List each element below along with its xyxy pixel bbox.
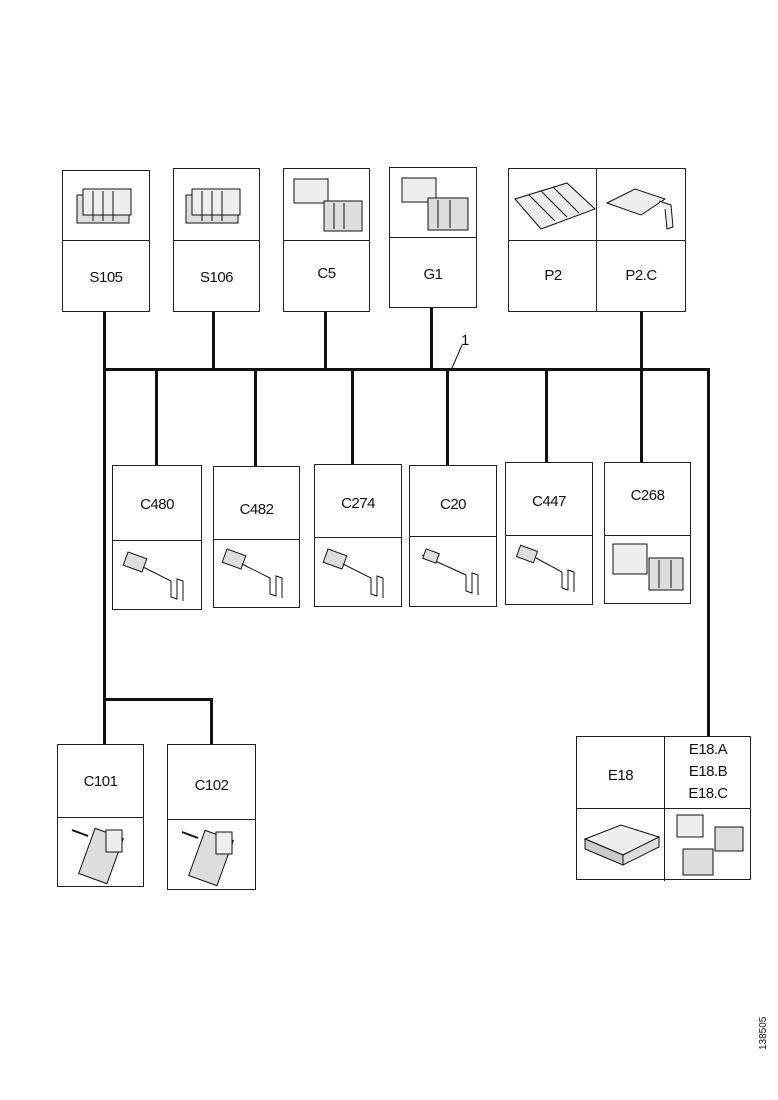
connector-c20-terminal-icon: [421, 548, 479, 595]
harness-callout-label: 1: [461, 332, 470, 349]
connector-p2c-label: P2.C: [625, 267, 657, 284]
connector-e18b-label: E18.B: [688, 763, 728, 780]
connector-s105-label: S105: [89, 269, 123, 286]
connector-c101: C101: [57, 744, 144, 887]
connector-c480-terminal-icon: [122, 551, 184, 601]
connector-p2-label: P2: [544, 267, 562, 284]
connector-s105: S105: [62, 170, 150, 312]
connector-e18-icon: [583, 824, 661, 866]
connector-c274: C274: [314, 464, 402, 607]
connector-c482: C482: [213, 466, 300, 608]
connector-c447: C447: [505, 462, 593, 605]
connector-c447-terminal-icon: [515, 544, 575, 592]
connector-e18-block: E18 E18.A E18.B E18.C: [576, 736, 751, 881]
connector-s106-label: S106: [199, 269, 234, 286]
connector-c480: C480: [112, 465, 202, 610]
connector-c274-label: C274: [341, 495, 375, 512]
connector-e18a-label: E18.A: [688, 741, 728, 758]
connector-c482-label: C482: [239, 501, 274, 518]
connector-c20: C20: [409, 465, 497, 607]
connector-c447-label: C447: [532, 493, 566, 510]
connector-c102: C102: [167, 744, 256, 890]
connector-c102-icon: [181, 829, 234, 887]
connector-c102-label: C102: [194, 777, 229, 794]
connector-c268-label: C268: [630, 487, 665, 504]
connector-s106: S106: [173, 168, 260, 312]
connector-g1-icon: [401, 177, 469, 231]
connector-p2: P2: [508, 168, 598, 312]
connector-c101-icon: [71, 827, 124, 885]
connector-c482-terminal-icon: [221, 548, 283, 598]
connector-e18c-label: E18.C: [688, 785, 728, 802]
connector-p2-icon: [514, 182, 596, 230]
connector-c268: C268: [604, 462, 691, 604]
connector-c480-label: C480: [140, 496, 174, 513]
connector-c5-icon: [293, 178, 363, 232]
connector-c268-icon: [612, 543, 684, 591]
connector-c5: C5: [283, 168, 370, 312]
connector-c274-terminal-icon: [322, 548, 384, 598]
connector-e18abc-icon: [676, 814, 744, 876]
drawing-reference-number: 138505: [758, 1016, 769, 1050]
connector-c101-label: C101: [83, 773, 118, 790]
connector-p2c-icon: [605, 188, 674, 230]
connector-s105-icon: [76, 188, 132, 224]
connector-c20-label: C20: [439, 496, 467, 513]
connector-g1-label: G1: [423, 266, 443, 283]
connector-g1: G1: [389, 167, 477, 308]
connector-e18-label: E18: [607, 767, 634, 784]
connector-s106-icon: [185, 188, 241, 224]
harness-callout-leader: [451, 344, 463, 369]
connector-p2c: P2.C: [596, 168, 686, 312]
connector-c5-label: C5: [317, 265, 336, 282]
